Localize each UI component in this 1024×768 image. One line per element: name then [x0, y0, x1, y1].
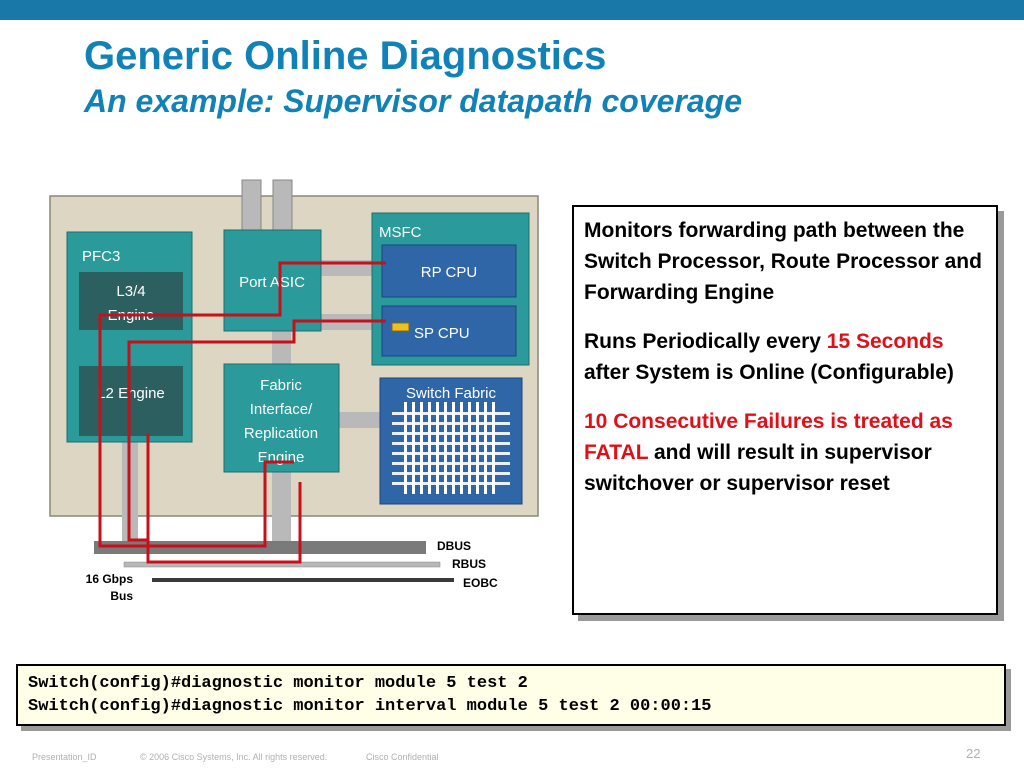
- crossbar-vertical: [436, 402, 439, 494]
- connector-pipe: [272, 330, 291, 366]
- cli-code-box: Switch(config)#diagnostic monitor module…: [16, 664, 1006, 726]
- fabric-interface-label: Interface/: [250, 401, 313, 418]
- eobc-label: EOBC: [463, 576, 498, 590]
- crossbar-vertical: [468, 402, 471, 494]
- crossbar-horizontal: [392, 432, 510, 435]
- crossbar-vertical: [492, 402, 495, 494]
- crossbar-vertical: [484, 402, 487, 494]
- bus-speed-label: 16 Gbps: [86, 572, 134, 586]
- l2-engine-label: L2 Engine: [97, 385, 165, 402]
- info-paragraph-failures: 10 Consecutive Failures is treated as FA…: [584, 406, 986, 499]
- sp-cpu-marker: [391, 322, 410, 332]
- top-bar: [0, 0, 1024, 20]
- crossbar-horizontal: [392, 462, 510, 465]
- info-box: Monitors forwarding path between the Swi…: [572, 205, 998, 615]
- eobc-bar: [152, 578, 454, 582]
- dbus-label: DBUS: [437, 539, 471, 553]
- info-highlight: 10 Consecutive Failures is treated as FA…: [584, 410, 953, 464]
- footer-presentation-id: Presentation_ID: [32, 752, 97, 762]
- page-number: 22: [966, 746, 981, 761]
- connector-pipe: [338, 412, 382, 428]
- footer-copyright: © 2006 Cisco Systems, Inc. All rights re…: [140, 752, 328, 762]
- crossbar-horizontal: [392, 472, 510, 475]
- port-asic-label: Port ASIC: [239, 274, 305, 291]
- footer-confidential: Cisco Confidential: [366, 752, 439, 762]
- datapath-line: [146, 434, 302, 564]
- switch-fabric-crossbar: [392, 402, 510, 494]
- connector-pipe: [272, 472, 291, 542]
- uplink-pipe: [272, 179, 293, 233]
- sp-cpu-label: SP CPU: [414, 325, 470, 342]
- fabric-interface-label: Replication: [244, 425, 318, 442]
- crossbar-vertical: [476, 402, 479, 494]
- rp-cpu-label: RP CPU: [421, 264, 477, 281]
- switch-fabric-label: Switch Fabric: [406, 385, 497, 402]
- crossbar-vertical: [420, 402, 423, 494]
- msfc-label: MSFC: [379, 224, 422, 241]
- crossbar-vertical: [444, 402, 447, 494]
- uplink-pipe: [241, 179, 262, 233]
- info-text: Runs Periodically every: [584, 330, 827, 353]
- fabric-interface: [223, 363, 340, 473]
- info-text: after System is Online (Configurable): [584, 361, 954, 384]
- rbus-label: RBUS: [452, 557, 486, 571]
- l34-engine: [79, 272, 183, 330]
- datapath-line: [98, 261, 386, 548]
- crossbar-horizontal: [392, 452, 510, 455]
- cli-line: Switch(config)#diagnostic monitor module…: [28, 674, 528, 693]
- slide-title: Generic Online Diagnostics: [84, 34, 607, 78]
- crossbar-horizontal: [392, 422, 510, 425]
- l2-engine: [79, 366, 183, 436]
- info-highlight: 15 Seconds: [826, 330, 944, 353]
- cli-line: Switch(config)#diagnostic monitor interv…: [28, 697, 712, 716]
- crossbar-vertical: [404, 402, 407, 494]
- crossbar-horizontal: [392, 412, 510, 415]
- crossbar-vertical: [452, 402, 455, 494]
- info-text: and will result in supervisor switchover…: [584, 441, 932, 495]
- l34-engine-label: L3/4: [116, 283, 145, 300]
- info-paragraph-coverage: Monitors forwarding path between the Swi…: [584, 219, 982, 304]
- bus-speed-label: Bus: [110, 589, 133, 603]
- rp-cpu: [381, 244, 517, 298]
- crossbar-horizontal: [392, 442, 510, 445]
- crossbar-vertical: [428, 402, 431, 494]
- info-paragraph-interval: Runs Periodically every 15 Seconds after…: [584, 326, 986, 388]
- crossbar-horizontal: [392, 482, 510, 485]
- datapath-line: [127, 319, 386, 542]
- crossbar-vertical: [460, 402, 463, 494]
- crossbar-vertical: [412, 402, 415, 494]
- fabric-interface-label: Fabric: [260, 377, 302, 394]
- slide-subtitle: An example: Supervisor datapath coverage: [84, 83, 742, 119]
- pfc3-label: PFC3: [82, 248, 120, 265]
